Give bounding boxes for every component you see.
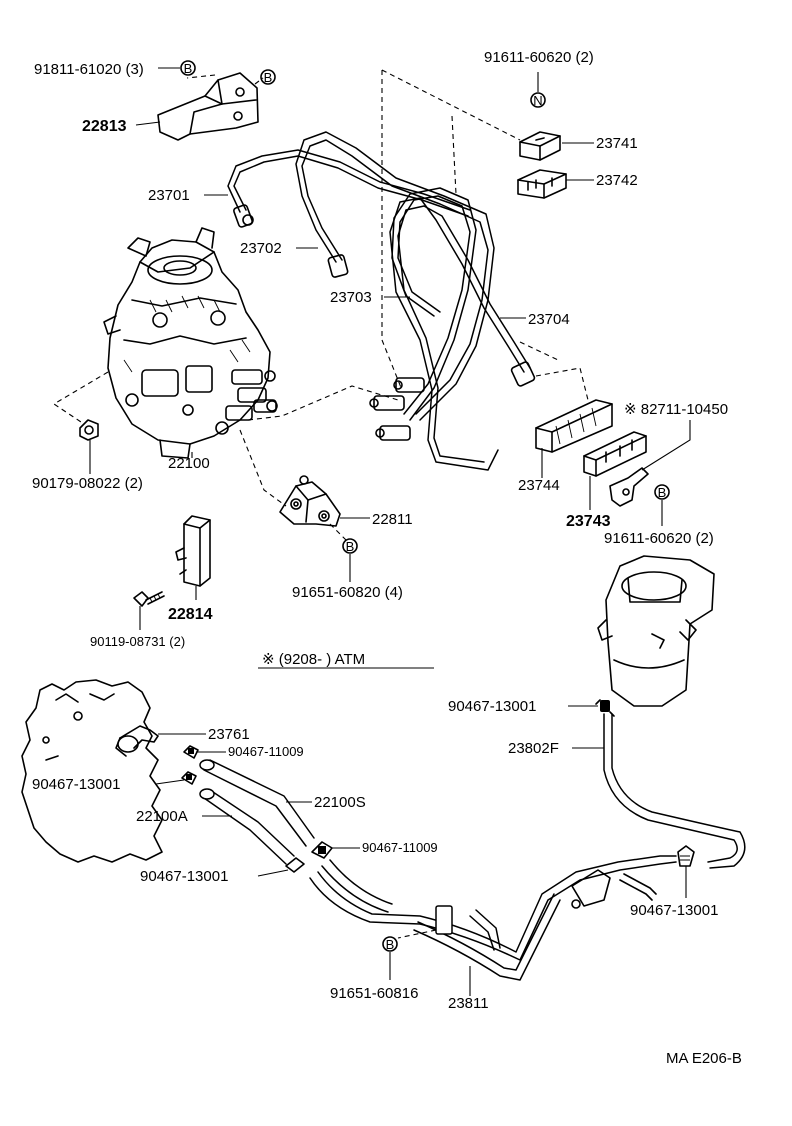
label-90467-11009-top: 90467-11009 <box>228 744 304 759</box>
injection-pump-22100 <box>103 227 278 459</box>
label-23743: 23743 <box>566 513 611 530</box>
label-90467-11009-bottom: 90467-11009 <box>362 840 438 855</box>
bracket-22814 <box>175 515 211 587</box>
label-22100A: 22100A <box>136 808 188 825</box>
label-22100S: 22100S <box>314 794 366 811</box>
bolt-marker-b-1: B <box>180 60 196 76</box>
hose-clamp-90467-d <box>311 841 333 859</box>
hose-clamp-90467-b <box>183 745 199 759</box>
label-22100: 22100 <box>168 455 210 472</box>
fitting-23761 <box>115 725 159 757</box>
nut-90179 <box>79 419 99 441</box>
label-91611-bottom: 91611-60620 (2) <box>604 530 714 547</box>
label-90467-filter: 90467-13001 <box>448 698 536 715</box>
svg-text:B: B <box>346 539 355 554</box>
label-23761: 23761 <box>208 726 250 743</box>
nut-marker-n: N <box>530 92 546 108</box>
hose-22100S <box>199 759 315 847</box>
hose-clamp-90467-a <box>595 699 615 717</box>
reference-code: MA E206-B <box>666 1050 742 1067</box>
bolt-marker-b-5: B <box>382 936 398 952</box>
clamp-23741 <box>519 131 561 161</box>
hose-clamp-90467-f <box>677 845 695 867</box>
label-23741: 23741 <box>596 135 638 152</box>
injection-pipe-23704 <box>389 197 536 471</box>
fuel-hose-23802F <box>603 713 746 869</box>
bolt-marker-b-4: B <box>342 538 358 554</box>
clamp-23742 <box>517 169 567 199</box>
label-90467-engine: 90467-13001 <box>32 776 120 793</box>
label-23703: 23703 <box>330 289 372 306</box>
bracket-22813 <box>157 72 259 141</box>
pipe-fittings <box>369 377 425 441</box>
bolt-90119 <box>133 591 165 607</box>
label-90467-hose: 90467-13001 <box>140 868 228 885</box>
label-22814: 22814 <box>168 606 213 623</box>
label-23811: 23811 <box>448 995 489 1012</box>
bracket-82711 <box>609 467 649 507</box>
label-23701: 23701 <box>148 187 190 204</box>
label-23744: 23744 <box>518 477 560 494</box>
svg-text:N: N <box>533 93 542 108</box>
fuel-pipe-23811 <box>309 855 677 981</box>
label-90179: 90179-08022 (2) <box>32 475 143 492</box>
engine-outline <box>21 679 163 863</box>
clamp-23743 <box>583 431 647 477</box>
label-91651-top: 91651-60820 (4) <box>292 584 403 601</box>
svg-text:B: B <box>264 70 273 85</box>
label-23702: 23702 <box>240 240 282 257</box>
injection-pipe-23702 <box>295 131 495 421</box>
bracket-22811 <box>279 475 341 527</box>
hose-22100A <box>199 788 295 865</box>
label-22811: 22811 <box>372 511 413 528</box>
label-23742: 23742 <box>596 172 638 189</box>
fuel-filter <box>597 555 715 707</box>
label-90119: 90119-08731 (2) <box>90 634 185 649</box>
label-23802F: 23802F <box>508 740 559 757</box>
label-atm-note: ※ (9208- ) ATM <box>262 651 365 668</box>
label-91611-top: 91611-60620 (2) <box>484 49 594 66</box>
injection-pipe-23703 <box>391 187 477 421</box>
hose-clamp-90467-e <box>285 857 305 873</box>
bolt-marker-b-3: B <box>654 484 670 500</box>
clamp-23744 <box>535 399 613 453</box>
label-22813: 22813 <box>82 118 127 135</box>
bolt-marker-b-2: B <box>260 69 276 85</box>
svg-text:B: B <box>386 937 395 952</box>
svg-text:B: B <box>658 485 667 500</box>
label-82711: ※ 82711-10450 <box>624 401 728 418</box>
label-91811: 91811-61020 (3) <box>34 61 144 78</box>
label-90467-right: 90467-13001 <box>630 902 718 919</box>
svg-text:B: B <box>184 61 193 76</box>
label-23704: 23704 <box>528 311 570 328</box>
hose-clamp-90467-c <box>181 771 197 785</box>
label-91651-bottom: 91651-60816 <box>330 985 418 1002</box>
